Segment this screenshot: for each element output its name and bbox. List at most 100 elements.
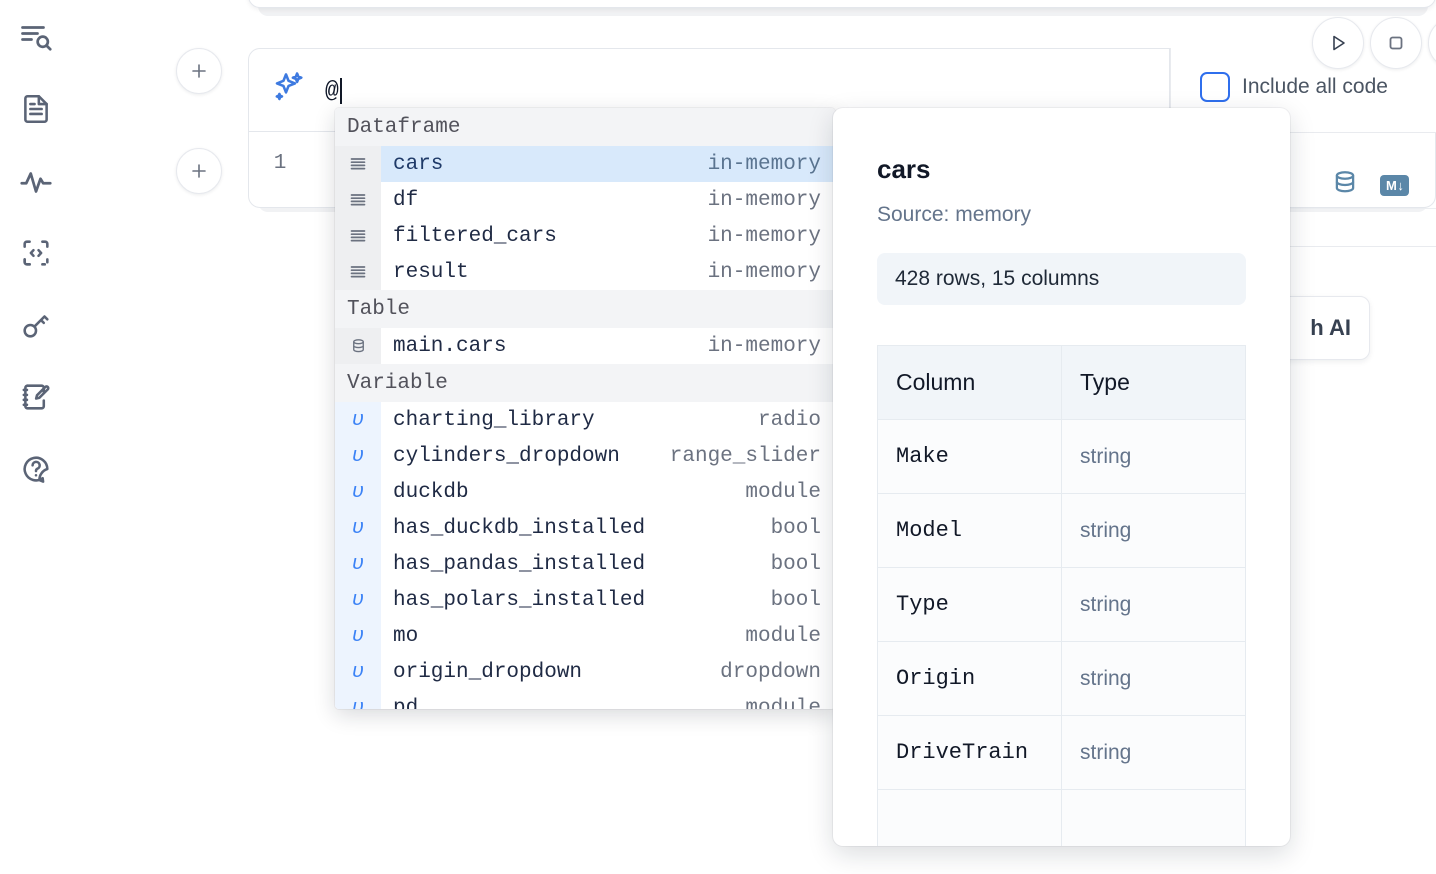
sparkles-icon [271, 69, 307, 105]
autocomplete-item-body: main.cars in-memory [381, 328, 835, 364]
detail-column-name: Origin [877, 641, 1062, 716]
autocomplete-item-type: bool [770, 516, 821, 540]
key-icon[interactable] [12, 301, 60, 349]
code-snippet-icon[interactable] [12, 229, 60, 277]
autocomplete-item-type: in-memory [707, 224, 821, 248]
cell-above-shadow [258, 6, 1428, 16]
database-icon[interactable] [1330, 168, 1360, 203]
dataframe-icon [335, 146, 381, 182]
autocomplete-item-body: cylinders_dropdown range_slider [381, 438, 835, 474]
include-all-code-label: Include all code [1242, 75, 1388, 98]
autocomplete-item[interactable]: υ has_polars_installed bool [335, 582, 835, 618]
autocomplete-item-name: charting_library [393, 408, 595, 432]
autocomplete-item-name: duckdb [393, 480, 469, 504]
detail-column-name: Make [877, 419, 1062, 494]
ai-prompt-value: @ [325, 78, 339, 104]
cell-above [248, 0, 1436, 8]
autocomplete-item-name: cylinders_dropdown [393, 444, 620, 468]
run-button[interactable] [1312, 17, 1364, 69]
include-all-code-row[interactable]: Include all code [1200, 72, 1388, 102]
detail-column-type: string [1061, 493, 1246, 568]
ai-cell-divider [1170, 48, 1171, 132]
autocomplete-item-type: bool [770, 552, 821, 576]
autocomplete-item[interactable]: main.cars in-memory [335, 328, 835, 364]
ai-prompt-input[interactable]: @ [325, 71, 1155, 111]
autocomplete-detail-panel: cars Source: memory 428 rows, 15 columns… [833, 108, 1290, 846]
detail-column-type: string [1061, 641, 1246, 716]
stop-button[interactable] [1370, 17, 1422, 69]
include-all-code-checkbox[interactable] [1200, 72, 1230, 102]
variable-icon: υ [335, 582, 381, 618]
markdown-icon[interactable]: M↓ [1380, 175, 1410, 196]
left-icon-rail [0, 0, 72, 874]
detail-column-name: Model [877, 493, 1062, 568]
activity-icon[interactable] [12, 157, 60, 205]
add-cell-button-bottom[interactable] [176, 148, 222, 194]
cell-divider-3 [1170, 246, 1436, 247]
more-actions-button[interactable] [1428, 17, 1436, 69]
autocomplete-item-type: module [745, 696, 821, 710]
autocomplete-item-name: mo [393, 624, 419, 648]
autocomplete-item[interactable]: υ cylinders_dropdown range_slider [335, 438, 835, 474]
autocomplete-item-body: duckdb module [381, 474, 835, 510]
autocomplete-item-name: origin_dropdown [393, 660, 583, 684]
help-chat-icon[interactable] [12, 445, 60, 493]
autocomplete-item-type: range_slider [669, 444, 821, 468]
autocomplete-item-name: has_polars_installed [393, 588, 646, 612]
autocomplete-item-body: origin_dropdown dropdown [381, 654, 835, 690]
autocomplete-item-type: dropdown [720, 660, 821, 684]
explore-icon[interactable] [12, 14, 60, 62]
cell-divider-1 [1170, 132, 1436, 133]
detail-table-row [877, 789, 1246, 846]
detail-column-type: string [1061, 419, 1246, 494]
scratchpad-icon[interactable] [12, 373, 60, 421]
detail-column-type [1061, 789, 1246, 846]
autocomplete-item-name: df [393, 188, 419, 212]
detail-table-header-cell: Column [877, 345, 1062, 420]
autocomplete-group-header-dataframe: Dataframe [335, 108, 835, 146]
variable-icon: υ [335, 438, 381, 474]
detail-column-name [877, 789, 1062, 846]
variable-icon: υ [335, 618, 381, 654]
autocomplete-group-header-variable: Variable [335, 364, 835, 402]
variable-icon: υ [335, 546, 381, 582]
add-cell-button-top[interactable] [176, 48, 222, 94]
file-text-icon[interactable] [12, 85, 60, 133]
variable-icon: υ [335, 474, 381, 510]
autocomplete-item-type: bool [770, 588, 821, 612]
output-strip [1186, 208, 1436, 209]
autocomplete-item-body: filtered_cars in-memory [381, 218, 835, 254]
detail-column-type: string [1061, 715, 1246, 790]
output-type-icons: M↓ [1330, 168, 1410, 203]
dataframe-icon [335, 254, 381, 290]
autocomplete-item-name: filtered_cars [393, 224, 557, 248]
autocomplete-item-type: in-memory [707, 334, 821, 358]
variable-icon: υ [335, 510, 381, 546]
autocomplete-item-name: main.cars [393, 334, 507, 358]
autocomplete-item-type: module [745, 480, 821, 504]
autocomplete-item[interactable]: filtered_cars in-memory [335, 218, 835, 254]
